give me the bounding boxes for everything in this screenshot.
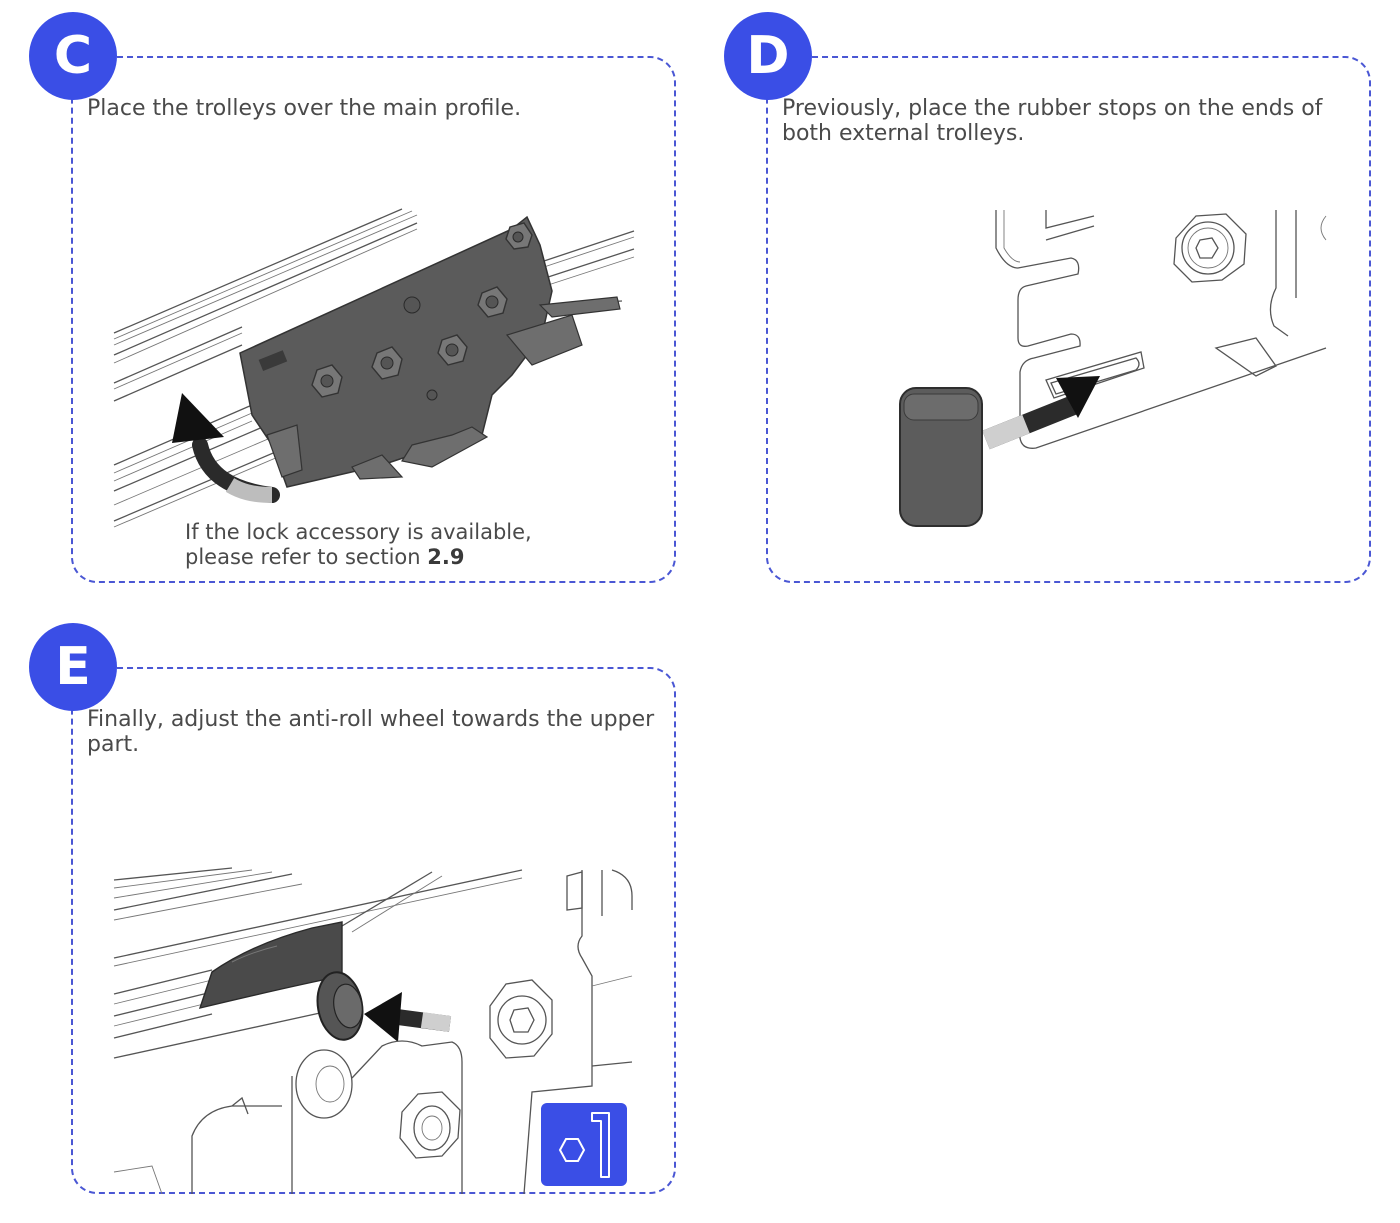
step-e-badge: E [29, 623, 117, 711]
allen-key-icon [541, 1103, 627, 1186]
step-e-panel [71, 667, 676, 1194]
washer [316, 971, 364, 1041]
step-c-badge: C [29, 12, 117, 100]
step-d-instruction-line1: Previously, place the rubber stops on th… [782, 96, 1323, 121]
profile-rail [113, 867, 523, 1059]
step-d-instruction: Previously, place the rubber stops on th… [782, 96, 1322, 146]
push-arrow-icon [982, 376, 1100, 450]
step-d-badge: D [724, 12, 812, 100]
curved-arrow-icon [172, 393, 280, 503]
step-c-note-line1: If the lock accessory is available, [185, 520, 532, 544]
insert-arrow-icon [364, 992, 452, 1042]
allen-key-glyph [558, 1112, 610, 1178]
trolley-end-plate [995, 210, 1327, 449]
step-c-note: If the lock accessory is available, plea… [185, 520, 532, 570]
step-e-instruction: Finally, adjust the anti-roll wheel towa… [87, 707, 654, 757]
step-d-panel [766, 56, 1371, 583]
side-frame [523, 869, 633, 1194]
step-c-instruction-line: Place the trolleys over the main profile… [87, 96, 522, 121]
step-e-instruction-line2: part. [87, 732, 140, 757]
step-d-instruction-line2: both external trolleys. [782, 121, 1025, 146]
step-c-note-prefix: please refer to section [185, 545, 428, 569]
step-d-illustration [899, 210, 1327, 527]
step-c-note-line2: please refer to section 2.9 [185, 545, 532, 570]
lower-bolts [113, 979, 553, 1194]
hex-bolt [1173, 213, 1247, 283]
main-profile-rail [113, 208, 635, 528]
trolley-assembly [239, 215, 621, 488]
step-c-panel [71, 56, 676, 583]
step-c-instruction: Place the trolleys over the main profile… [87, 96, 521, 121]
anti-roll-wheel [198, 921, 343, 1009]
step-e-instruction-line1: Finally, adjust the anti-roll wheel towa… [87, 707, 655, 732]
step-c-illustration [113, 208, 635, 528]
section-reference[interactable]: 2.9 [427, 545, 465, 569]
rubber-stop [899, 387, 983, 527]
step-e-illustration [113, 867, 633, 1194]
